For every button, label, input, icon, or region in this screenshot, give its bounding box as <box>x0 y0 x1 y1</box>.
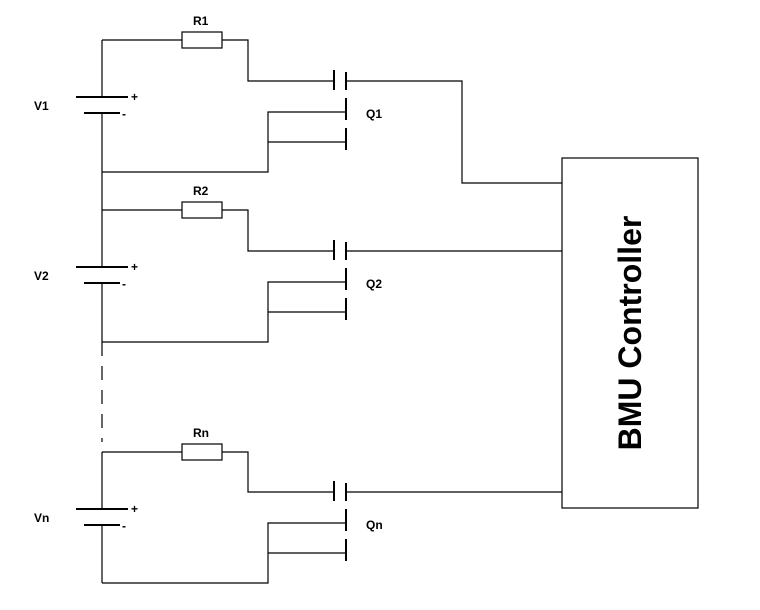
cell-n: + - Vn Rn Qn <box>34 426 562 584</box>
resistor-rn: Rn <box>102 426 334 493</box>
bmu-controller-box <box>561 157 699 509</box>
transistor-q1-label: Q1 <box>366 107 382 121</box>
bmu-controller-label: BMU Controller <box>612 216 648 451</box>
resistor-r2: R2 <box>102 184 334 252</box>
cell-1: + - V1 R1 Q1 <box>34 14 562 184</box>
battery-v1-minus: - <box>122 107 126 121</box>
transistor-q2-label: Q2 <box>366 277 382 291</box>
resistor-r2-label: R2 <box>193 184 209 198</box>
battery-v1-plus: + <box>131 90 138 104</box>
resistor-r1: R1 <box>102 14 334 82</box>
cell-2: + - V2 R2 Q2 <box>34 184 562 343</box>
battery-v2-label: V2 <box>34 269 49 283</box>
transistor-qn: Qn <box>102 481 562 584</box>
transistor-q1: Q1 <box>102 70 562 184</box>
battery-v1-label: V1 <box>34 99 49 113</box>
resistor-rn-label: Rn <box>193 426 209 440</box>
battery-vn-label: Vn <box>34 511 49 525</box>
battery-v1: + - V1 <box>34 90 138 121</box>
battery-vn-minus: - <box>122 519 126 533</box>
battery-vn: + - Vn <box>34 502 138 533</box>
battery-v2-plus: + <box>131 260 138 274</box>
transistor-q2: Q2 <box>102 240 562 343</box>
battery-v2: + - V2 <box>34 260 138 291</box>
bmu-controller: BMU Controller <box>561 157 699 509</box>
transistor-qn-label: Qn <box>366 518 383 532</box>
battery-v2-minus: - <box>122 277 126 291</box>
battery-vn-plus: + <box>131 502 138 516</box>
resistor-r1-label: R1 <box>193 14 209 28</box>
